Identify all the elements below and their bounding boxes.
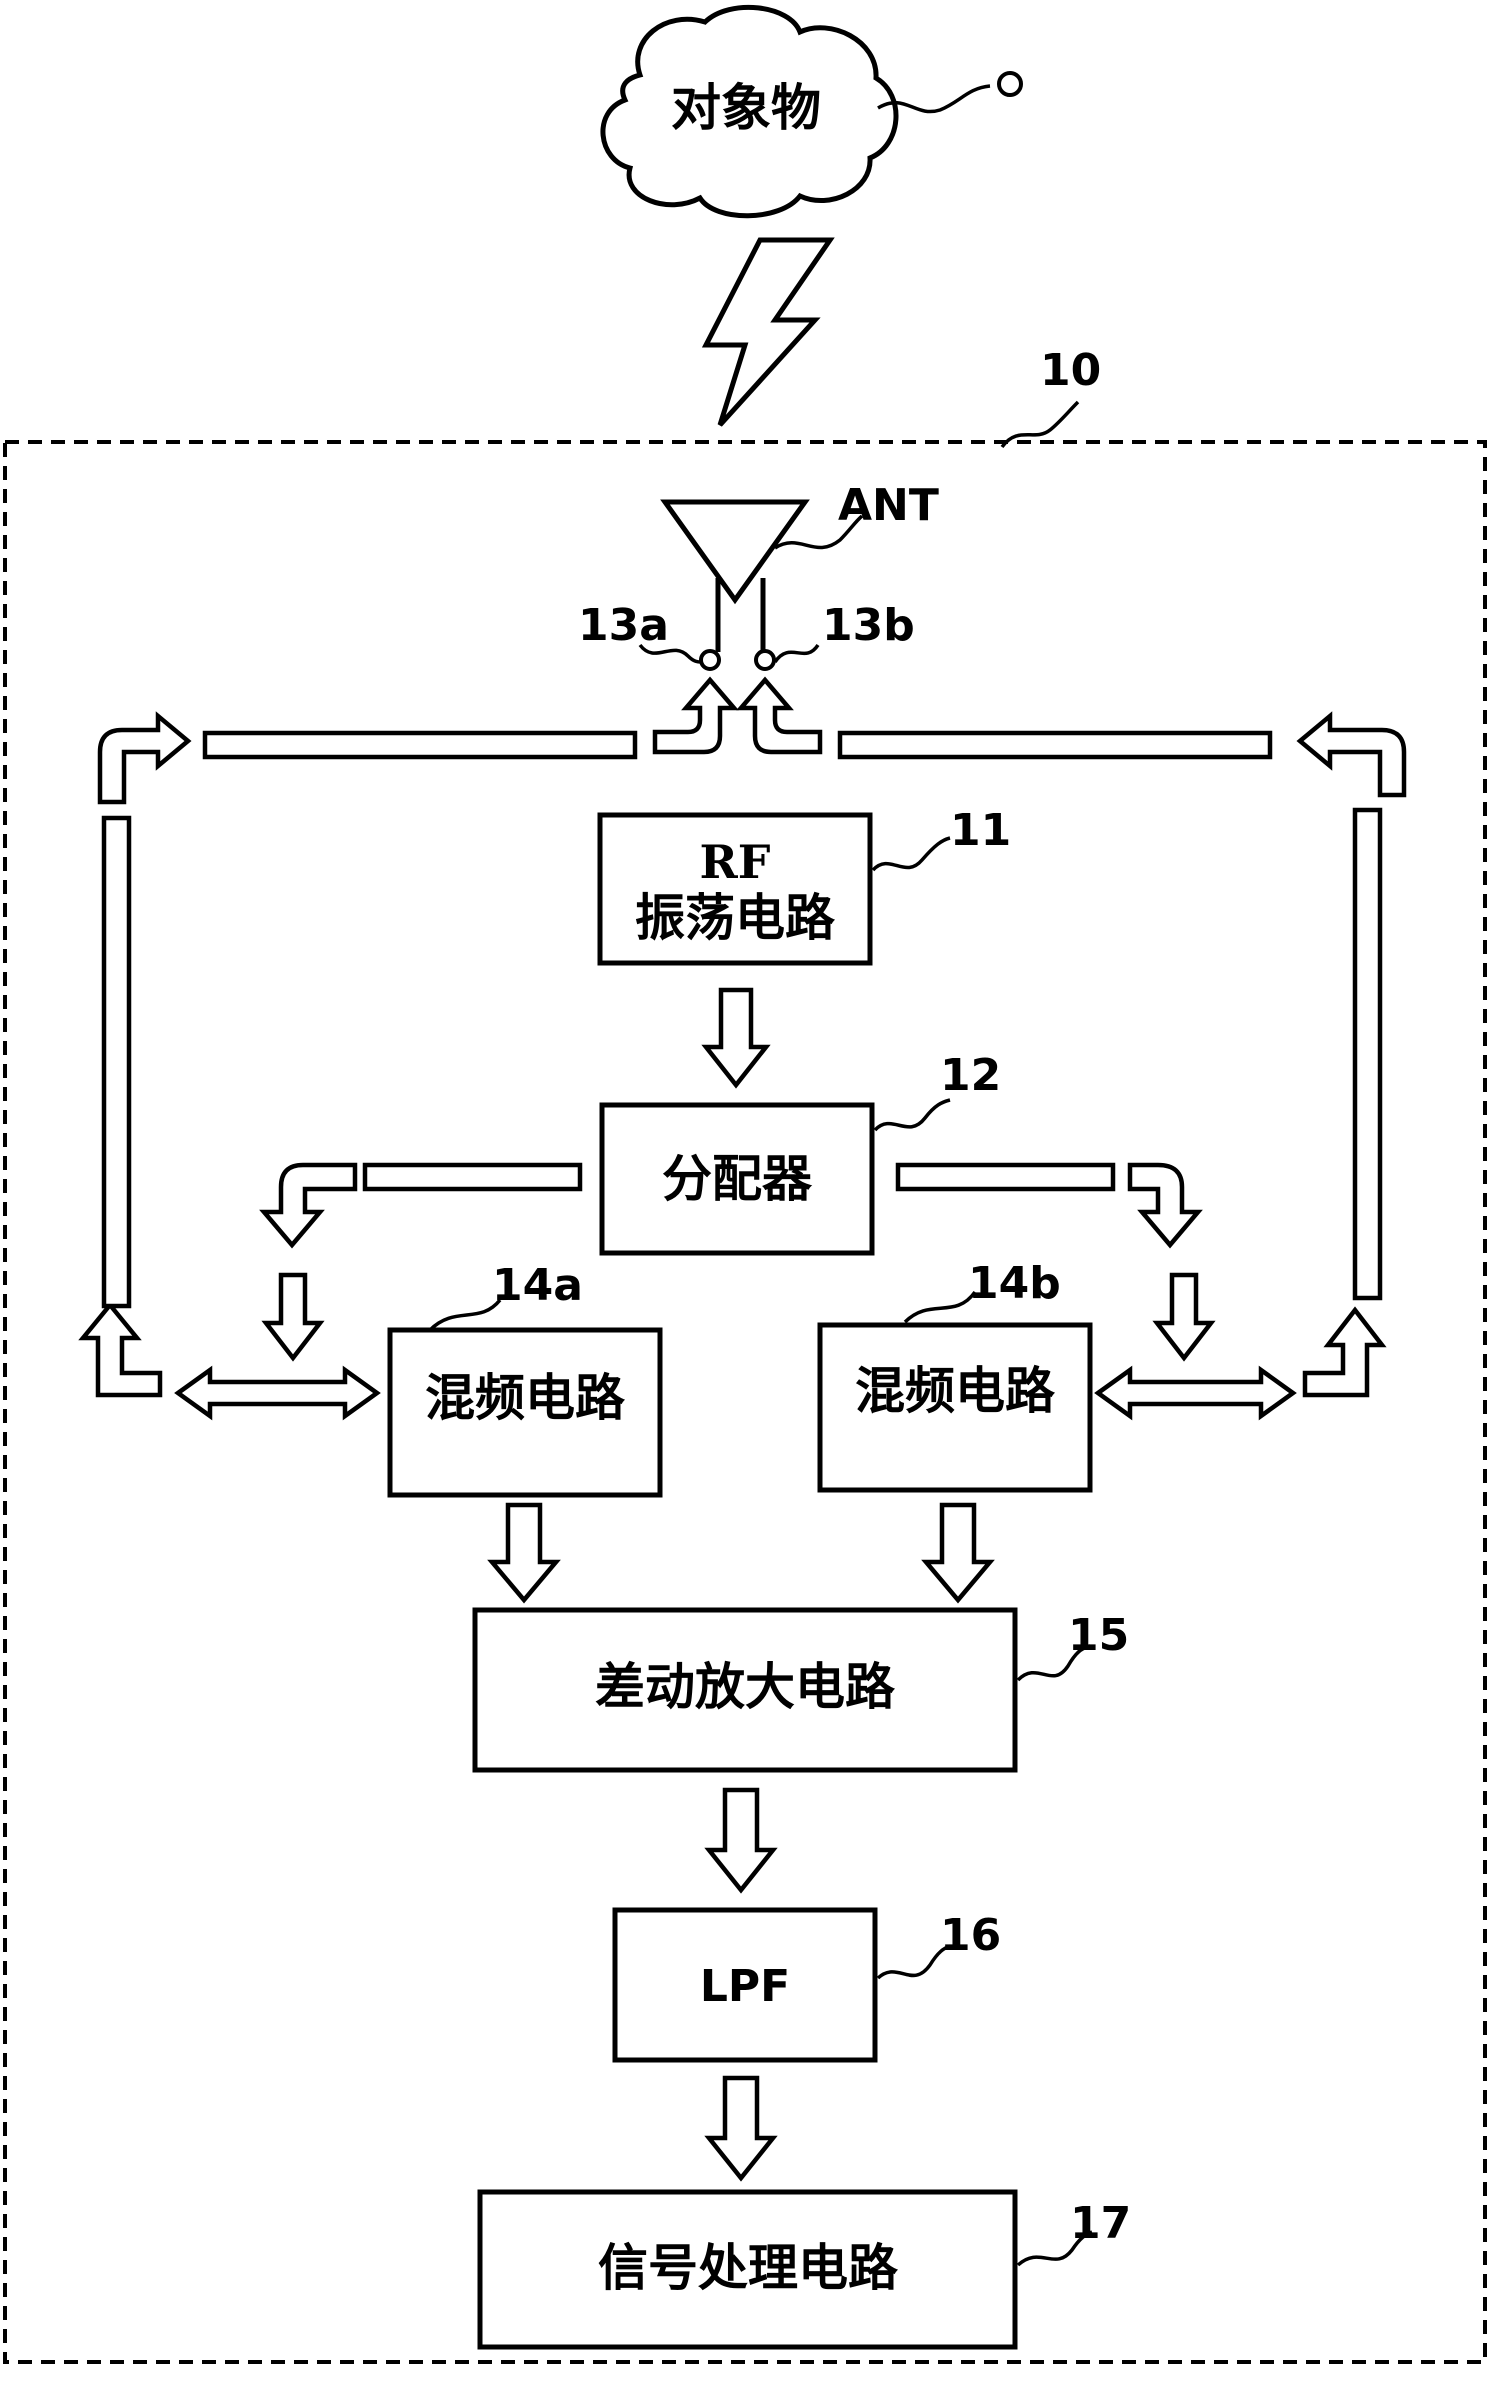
rf-oscillator-line1: RF: [700, 835, 771, 889]
diff-amp-ref: 15: [1068, 1610, 1129, 1661]
rf-oscillator-box: [597, 812, 873, 966]
lpf-block: LPF 16: [612, 1907, 1001, 2063]
system-ref: 10: [1040, 345, 1101, 396]
right-horizontal-bar: [837, 730, 1273, 760]
antenna-icon: [660, 499, 810, 605]
target-label: 对象物: [671, 79, 821, 137]
mixer-b-ref: 14b: [968, 1258, 1061, 1309]
signal-processing-box: [477, 2189, 1018, 2350]
left-horizontal-bar: [202, 730, 638, 760]
antenna-label-leader: [774, 514, 864, 550]
mixer-b-block: 混频电路 14b: [817, 1258, 1093, 1493]
antenna-label: ANT: [838, 480, 939, 531]
signal-processing-label: 信号处理电路: [598, 2239, 899, 2297]
right-signal-path: [736, 676, 1407, 1398]
divider-right-corner-arrow: [1127, 1162, 1203, 1249]
divider-left-corner-arrow: [259, 1162, 358, 1249]
rf-oscillator-block: RF 振荡电路 11: [597, 805, 1011, 966]
divider-to-mixer-b-arrow: [1152, 1272, 1216, 1362]
left-path-corner-arrow: [97, 711, 192, 805]
divider-ref: 12: [940, 1050, 1001, 1101]
diff-amp-block: 差动放大电路 15: [472, 1607, 1129, 1773]
rf-oscillator-ref-leader: [871, 836, 951, 872]
rf-oscillator-ref: 11: [950, 805, 1011, 856]
divider-ref-leader: [873, 1098, 951, 1132]
left-vertical-bar: [101, 815, 132, 1309]
signal-processing-ref-leader: [1016, 2230, 1093, 2267]
right-path-corner-arrow: [1296, 711, 1407, 798]
divider-label: 分配器: [662, 1150, 813, 1208]
antenna-feed-arrow-b: [736, 676, 823, 755]
left-path-turn-arrow: [78, 1301, 163, 1398]
right-vertical-bar: [1352, 807, 1383, 1301]
mixer-b-double-arrow: [1094, 1365, 1297, 1421]
amp-to-lpf-arrow: [704, 1787, 778, 1894]
mixer-a-label: 混频电路: [425, 1369, 626, 1427]
lpf-ref: 16: [940, 1910, 1001, 1961]
divider-right-bar: [895, 1162, 1116, 1192]
port-13b-terminal: [754, 649, 776, 671]
target-ref-leader: [877, 84, 991, 114]
diff-amp-box: [472, 1607, 1018, 1773]
system-enclosure: 10: [3, 345, 1487, 2364]
signal-processing-ref: 17: [1070, 2198, 1131, 2249]
mixer-b-ref-leader: [903, 1290, 977, 1324]
mixer-b-to-amp-arrow: [921, 1502, 995, 1604]
system-ref-leader: [1000, 400, 1080, 449]
antenna: ANT 13a 13b: [578, 480, 939, 671]
divider-block: 分配器 12: [599, 1050, 1001, 1256]
right-path-turn-arrow: [1302, 1306, 1387, 1398]
left-signal-path: [78, 676, 739, 1398]
rf-oscillator-line2: 振荡电路: [635, 889, 836, 947]
port-13b-ref: 13b: [822, 600, 915, 651]
mixer-a-box: [387, 1327, 663, 1498]
target-object: 对象物: [600, 4, 1023, 219]
signal-processing-block: 信号处理电路 17: [477, 2189, 1131, 2350]
lpf-label: LPF: [700, 1961, 790, 2012]
lpf-box: [612, 1907, 878, 2063]
port-13a-terminal: [699, 649, 721, 671]
antenna-feed-arrow-a: [652, 676, 739, 755]
divider-to-mixer-a-arrow: [261, 1272, 325, 1362]
mixer-b-box: [817, 1322, 1093, 1493]
lpf-ref-leader: [876, 1944, 951, 1980]
system-boundary: [3, 440, 1487, 2364]
rf-to-divider-arrow: [701, 987, 771, 1089]
mixer-a-ref: 14a: [492, 1260, 583, 1311]
diff-amp-label: 差动放大电路: [595, 1658, 896, 1716]
mixer-a-double-arrow: [174, 1365, 381, 1421]
target-ref-marker: [997, 71, 1023, 97]
port-13a-ref: 13a: [578, 600, 669, 651]
divider-left-bar: [362, 1162, 583, 1192]
radio-wave-bolt-icon: [701, 237, 835, 427]
lpf-to-signal-arrow: [704, 2075, 778, 2182]
mixer-b-label: 混频电路: [855, 1362, 1056, 1420]
port-13a-leader: [638, 643, 702, 664]
diff-amp-ref-leader: [1016, 1644, 1091, 1682]
port-13b-leader: [773, 643, 820, 664]
mixer-a-block: 混频电路 14a: [387, 1260, 663, 1498]
mixer-a-to-amp-arrow: [487, 1502, 561, 1604]
mixer-a-ref-leader: [428, 1298, 502, 1332]
target-cloud: [600, 4, 899, 219]
divider-box: [599, 1102, 875, 1256]
